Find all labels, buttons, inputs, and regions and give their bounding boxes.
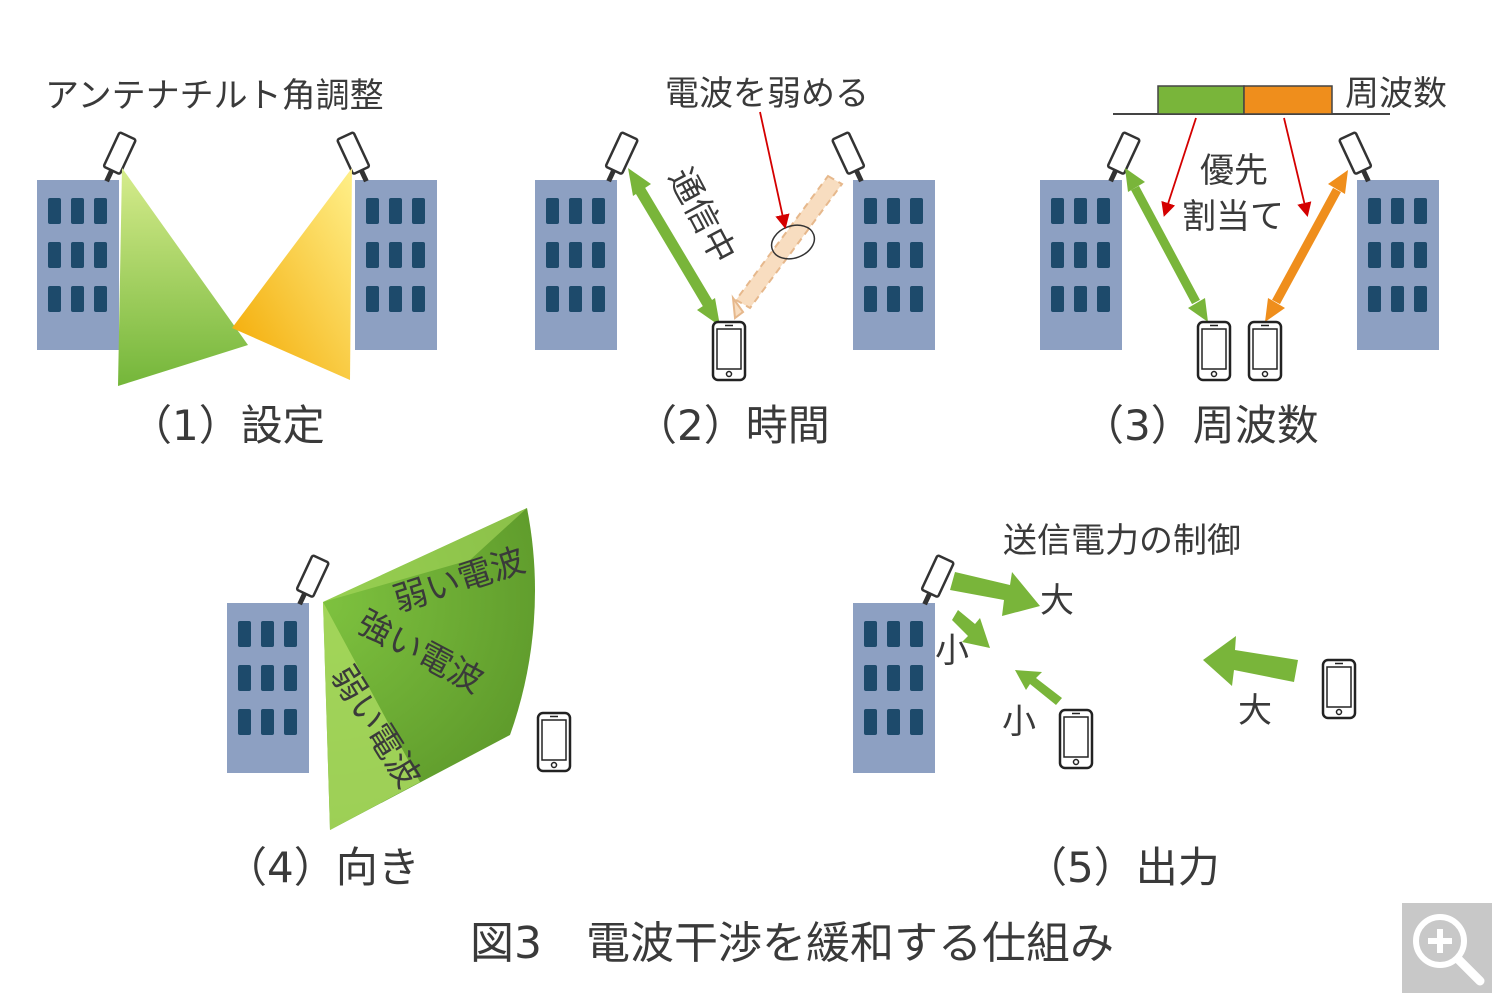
building [227,603,309,773]
small-arrow [952,610,990,648]
building [535,180,617,350]
label-small-2: 小 [1002,702,1036,742]
beam-fan-weak-lower [323,602,420,830]
red-pointer [1283,117,1312,218]
label-weaken: 電波を弱める [665,74,869,114]
smartphone-icon [536,711,572,773]
smartphone-icon [1196,320,1232,382]
band-orange [1243,85,1333,115]
big-arrow [950,572,1040,616]
green-link-arrow [1125,168,1208,322]
small-arrow [1015,670,1062,705]
label-small-1: 小 [935,631,969,671]
panel-3: 周波数 優先 割当て （3）周波数 [1040,74,1447,450]
yellow-beam [232,168,352,380]
panel-5: 送信電力の制御 大 小 小 大 （5）出力 [853,521,1357,892]
red-pointer [759,111,790,230]
figure-caption: 図3 電波干渉を緩和する仕組み [470,918,1114,969]
label-power-control: 送信電力の制御 [1003,521,1241,561]
red-pointer [1161,117,1197,217]
building [853,180,935,350]
building [853,603,935,773]
smartphone-icon [1247,320,1283,382]
beam-fan-weak-upper [323,508,527,602]
label-big-2: 大 [1238,691,1272,731]
label-big-1: 大 [1040,581,1074,621]
smartphone-icon [1058,708,1094,770]
antenna-icon [291,555,328,608]
smartphone-icon [1321,658,1357,720]
big-arrow [1203,636,1298,686]
weak-beam [731,174,844,320]
panel-4: 弱い電波 強い電波 弱い電波 （4）向き [225,508,572,892]
panel-1: アンテナチルト角調整 （1）設定 [37,76,437,450]
panel-2: 電波を弱める 通信中 （2）時間 [535,74,935,450]
green-beam [118,168,248,386]
building [355,180,437,350]
antenna-icon [337,132,374,185]
building [1040,180,1122,350]
label-allocate: 割当て [1182,197,1284,237]
label-frequency: 周波数 [1345,74,1447,114]
antenna-icon [98,132,135,185]
caption-5: （5）出力 [1025,843,1220,892]
caption-2: （2）時間 [635,401,830,450]
band-green [1157,85,1245,115]
antenna-icon [832,132,869,185]
caption-4: （4）向き [225,843,420,892]
zoom-in-icon [1413,914,1485,986]
caption-1: （1）設定 [130,401,325,450]
orange-link-arrow [1265,170,1348,322]
label-priority: 優先 [1200,151,1268,191]
green-link-arrow [628,168,720,326]
caption-3: （3）周波数 [1082,401,1319,450]
smartphone-icon [711,320,747,382]
building [37,180,119,350]
zoom-button[interactable] [1402,903,1492,993]
label-tilt: アンテナチルト角調整 [45,76,384,116]
antenna-icon [916,555,953,608]
building [1357,180,1439,350]
